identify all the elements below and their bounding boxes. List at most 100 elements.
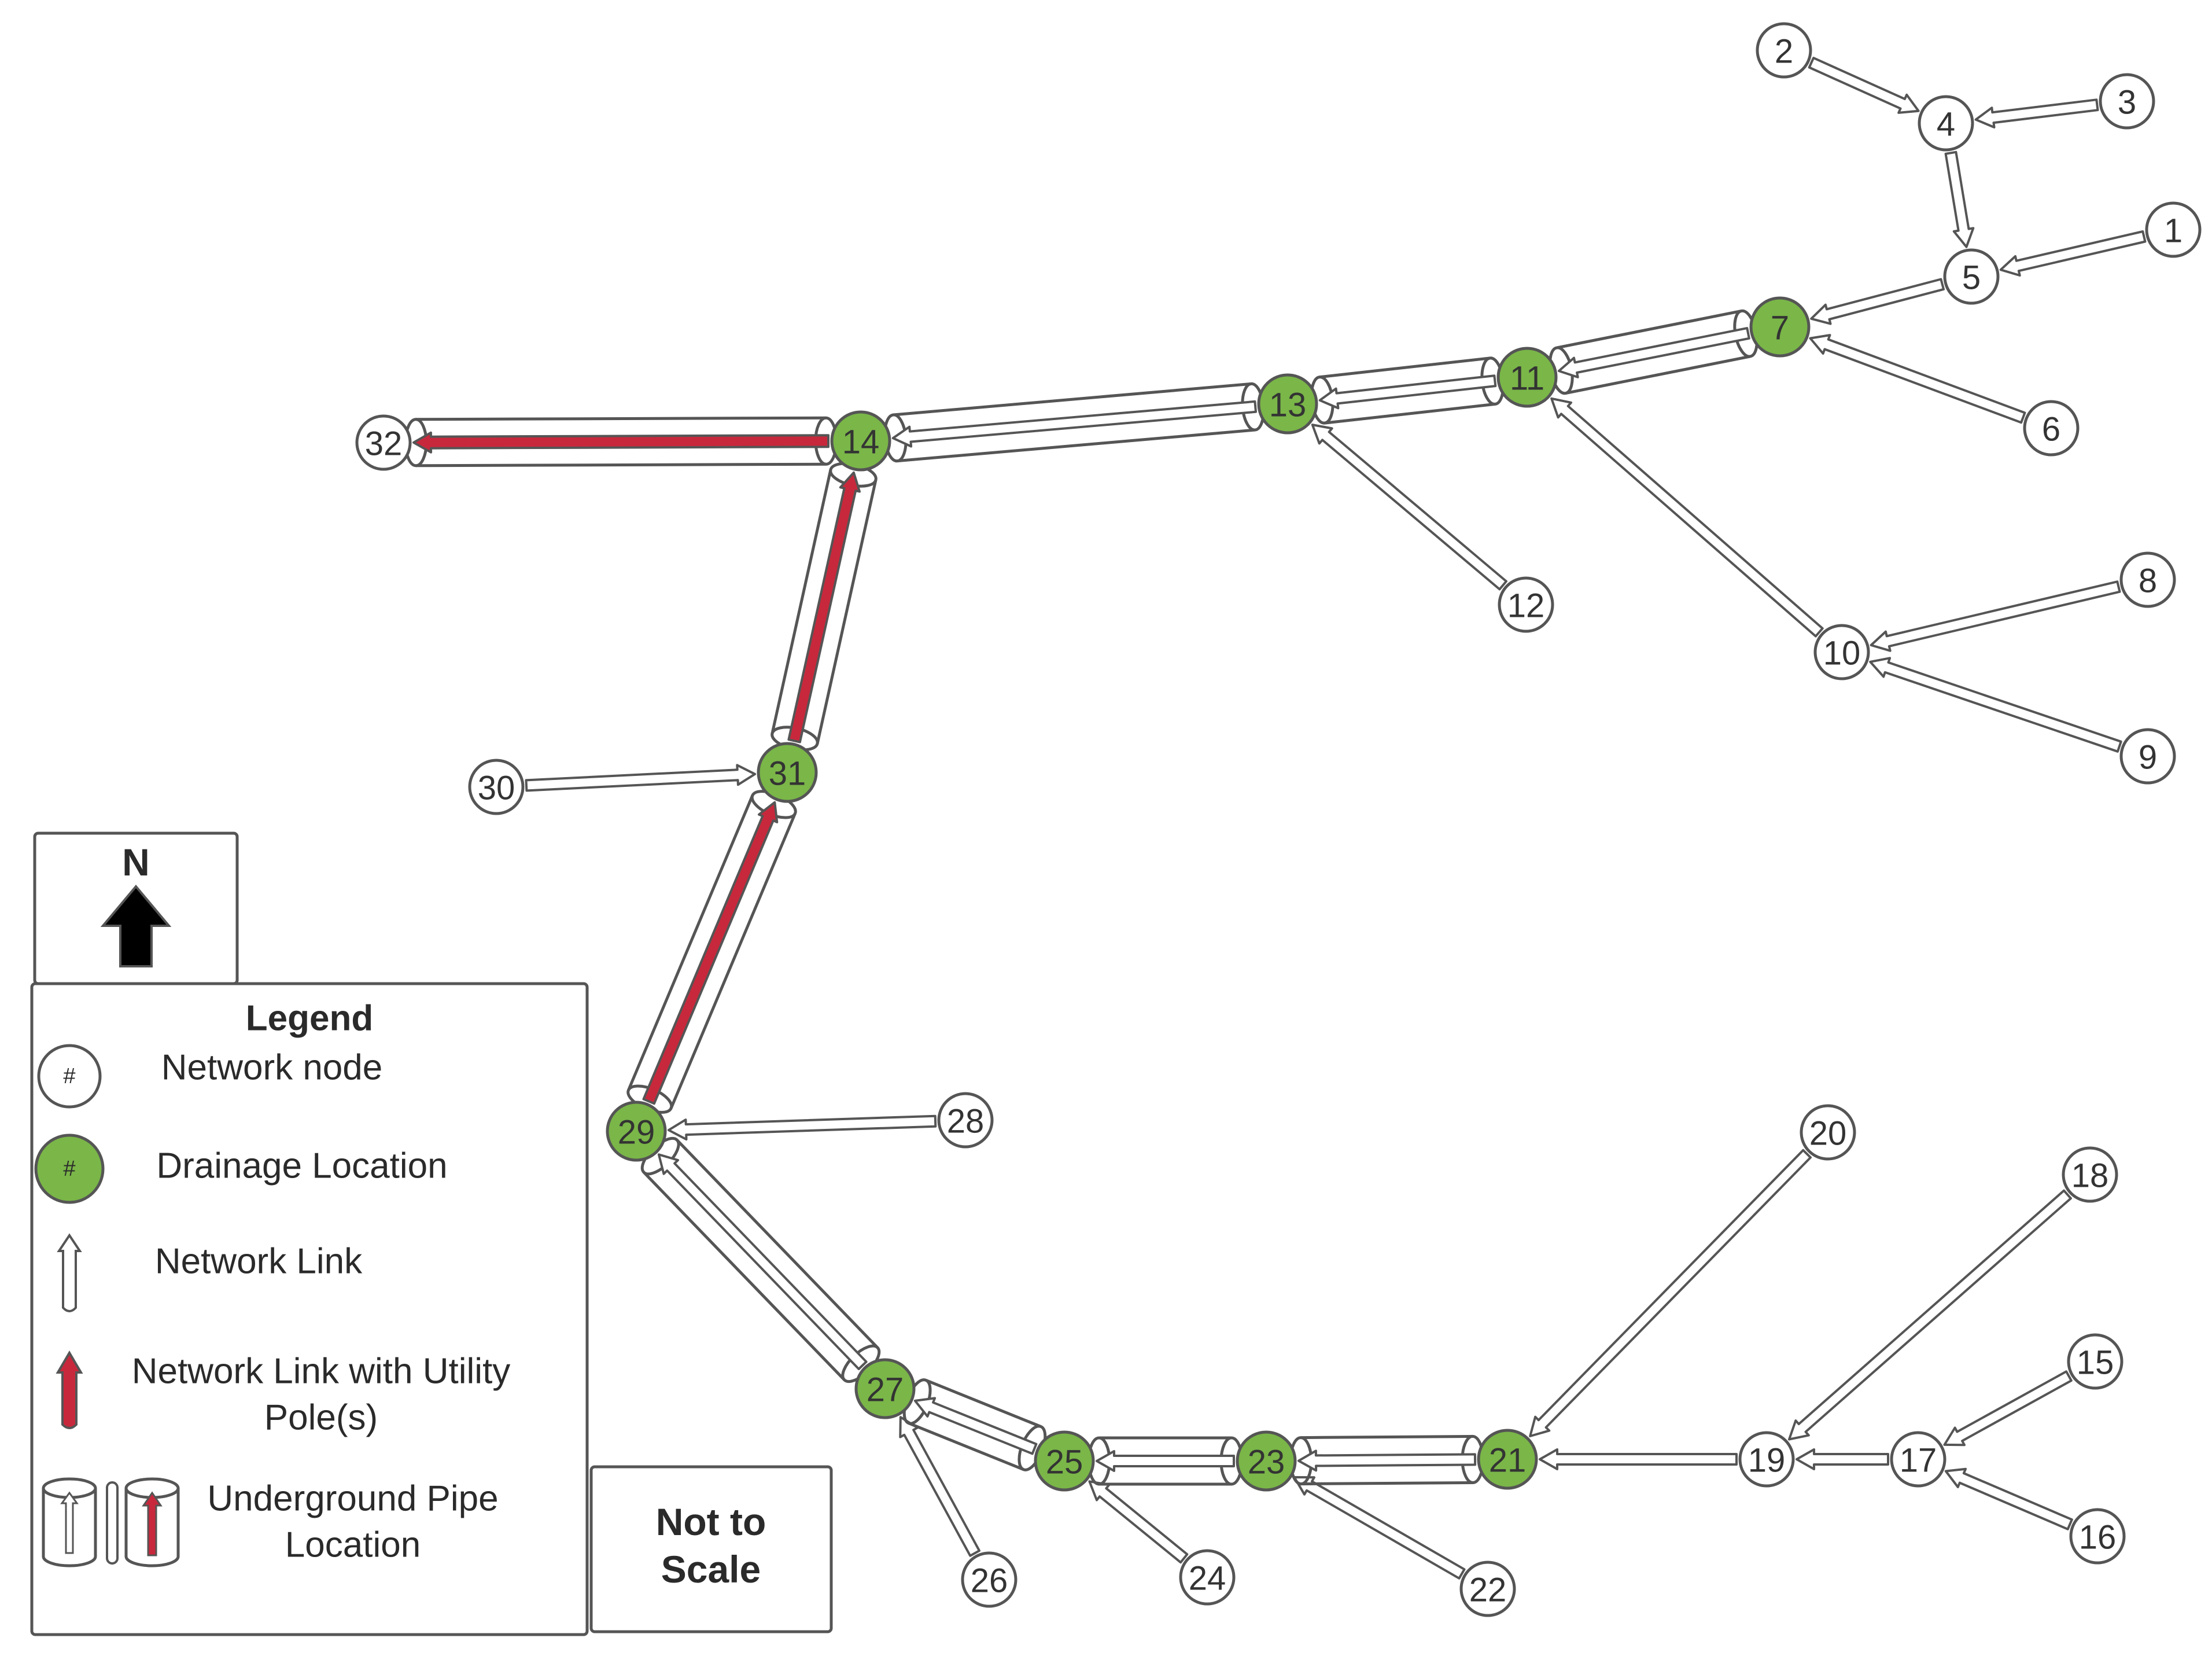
legend-title: Legend [246, 999, 373, 1039]
link-arrow [1944, 1467, 2073, 1530]
network-node-18: 18 [2062, 1146, 2118, 1203]
network-link-13-14 [883, 382, 1265, 463]
network-node-3: 3 [2099, 73, 2155, 130]
network-link-11-13 [1310, 356, 1505, 425]
network-link-10-11 [1550, 397, 1824, 638]
network-node-4: 4 [1918, 95, 1974, 152]
link-arrow [1810, 278, 1945, 325]
utility-link-arrow [787, 471, 861, 744]
node-label: 16 [2079, 1519, 2117, 1556]
node-label: 1 [2164, 212, 2182, 250]
node-label: 21 [1489, 1442, 1527, 1480]
link-arrow [525, 764, 757, 792]
network-link-3-4 [1974, 98, 2099, 128]
link-arrow [1550, 397, 1824, 638]
legend-underground-pipe-label-line2: Location [285, 1525, 421, 1565]
node-label: 20 [1809, 1115, 1847, 1153]
drainage-node-25: 25 [1034, 1430, 1095, 1492]
network-node-12: 12 [1498, 576, 1554, 633]
nodes-layer: 1234567891011121314151617181920212223242… [355, 22, 2202, 1617]
node-label: 28 [947, 1103, 985, 1140]
network-node-9: 9 [2119, 728, 2176, 785]
node-label: 24 [1189, 1560, 1226, 1598]
network-link-25-27 [902, 1378, 1047, 1471]
link-arrow [1539, 1448, 1738, 1470]
scale-note: Not to Scale [589, 1465, 833, 1633]
node-label: 26 [971, 1562, 1008, 1600]
network-link-31-14 [770, 462, 878, 752]
node-label: 19 [1748, 1442, 1786, 1480]
network-link-15-17 [1943, 1370, 2073, 1447]
network-link-22-23 [1293, 1476, 1466, 1580]
node-label: 27 [867, 1371, 904, 1409]
link-arrow [1311, 424, 1507, 591]
network-node-32: 32 [355, 414, 412, 471]
network-link-21-23 [1289, 1434, 1485, 1486]
network-link-icon [57, 1233, 82, 1312]
network-node-30: 30 [468, 759, 525, 815]
network-node-22: 22 [1459, 1561, 1516, 1617]
drainage-node-14: 14 [830, 410, 891, 472]
legend-network-node-label: Network node [161, 1048, 383, 1088]
network-link-8-10 [1870, 580, 2121, 652]
network-link-18-19 [1788, 1189, 2072, 1441]
scale-note-line1: Not to [656, 1500, 766, 1543]
node-label: 23 [1248, 1444, 1285, 1481]
node-label: 9 [2139, 739, 2157, 777]
link-arrow [891, 400, 1257, 448]
node-label: 2 [1775, 33, 1793, 71]
network-link-30-31 [525, 764, 757, 792]
utility-link-arrow [642, 801, 779, 1105]
link-arrow [913, 1397, 1038, 1455]
underground-pipe [770, 462, 878, 752]
node-label: 8 [2139, 562, 2157, 600]
scale-note-line2: Scale [661, 1548, 761, 1591]
network-link-26-27 [899, 1416, 980, 1557]
drainage-node-27: 27 [854, 1358, 916, 1419]
legend-drainage-location-label: Drainage Location [156, 1146, 447, 1186]
link-arrow [1796, 1448, 1889, 1470]
legend-network-link-label: Network Link [155, 1242, 363, 1282]
link-arrow [1808, 57, 1920, 114]
node-label: 7 [1771, 310, 1789, 347]
drainage-node-29: 29 [606, 1101, 667, 1162]
network-link-6-7 [1809, 334, 2026, 424]
drainage-node-7: 7 [1749, 296, 1811, 358]
node-label: 5 [1962, 259, 1981, 297]
network-link-16-17 [1944, 1467, 2073, 1530]
network-link-7-11 [1549, 309, 1758, 395]
utility-link-arrow [412, 431, 830, 454]
network-node-5: 5 [1943, 248, 2000, 305]
drainage-location-icon [34, 1134, 105, 1204]
legend: Legend # Network node # Drainage Locatio… [30, 982, 589, 1636]
north-indicator: N [33, 831, 239, 985]
links-layer [404, 57, 2147, 1580]
drainage-node-13: 13 [1257, 373, 1318, 435]
node-label: 31 [769, 755, 806, 793]
link-arrow [1529, 1149, 1812, 1437]
utility-link-icon [56, 1350, 83, 1429]
network-link-29-31 [626, 790, 797, 1114]
network-link-20-21 [1529, 1149, 1812, 1437]
network-node-15: 15 [2067, 1333, 2123, 1390]
link-arrow [1974, 98, 2099, 128]
network-link-27-29 [640, 1136, 881, 1383]
network-link-2-4 [1808, 57, 1920, 114]
network-node-icon [37, 1044, 102, 1109]
link-arrow [1944, 150, 1975, 248]
network-node-2: 2 [1756, 22, 1812, 79]
network-link-23-25 [1087, 1436, 1244, 1486]
network-node-symbol: # [63, 1064, 75, 1088]
north-label: N [122, 841, 150, 884]
node-label: 4 [1937, 106, 1955, 143]
network-node-24: 24 [1179, 1549, 1236, 1606]
link-arrow [1297, 1449, 1477, 1472]
link-arrow [1869, 657, 2122, 753]
node-label: 14 [842, 424, 880, 461]
node-label: 10 [1823, 635, 1861, 672]
link-arrow [1999, 230, 2147, 277]
link-arrow [1870, 580, 2121, 652]
network-node-17: 17 [1890, 1431, 1946, 1488]
network-link-4-5 [1944, 150, 1975, 248]
